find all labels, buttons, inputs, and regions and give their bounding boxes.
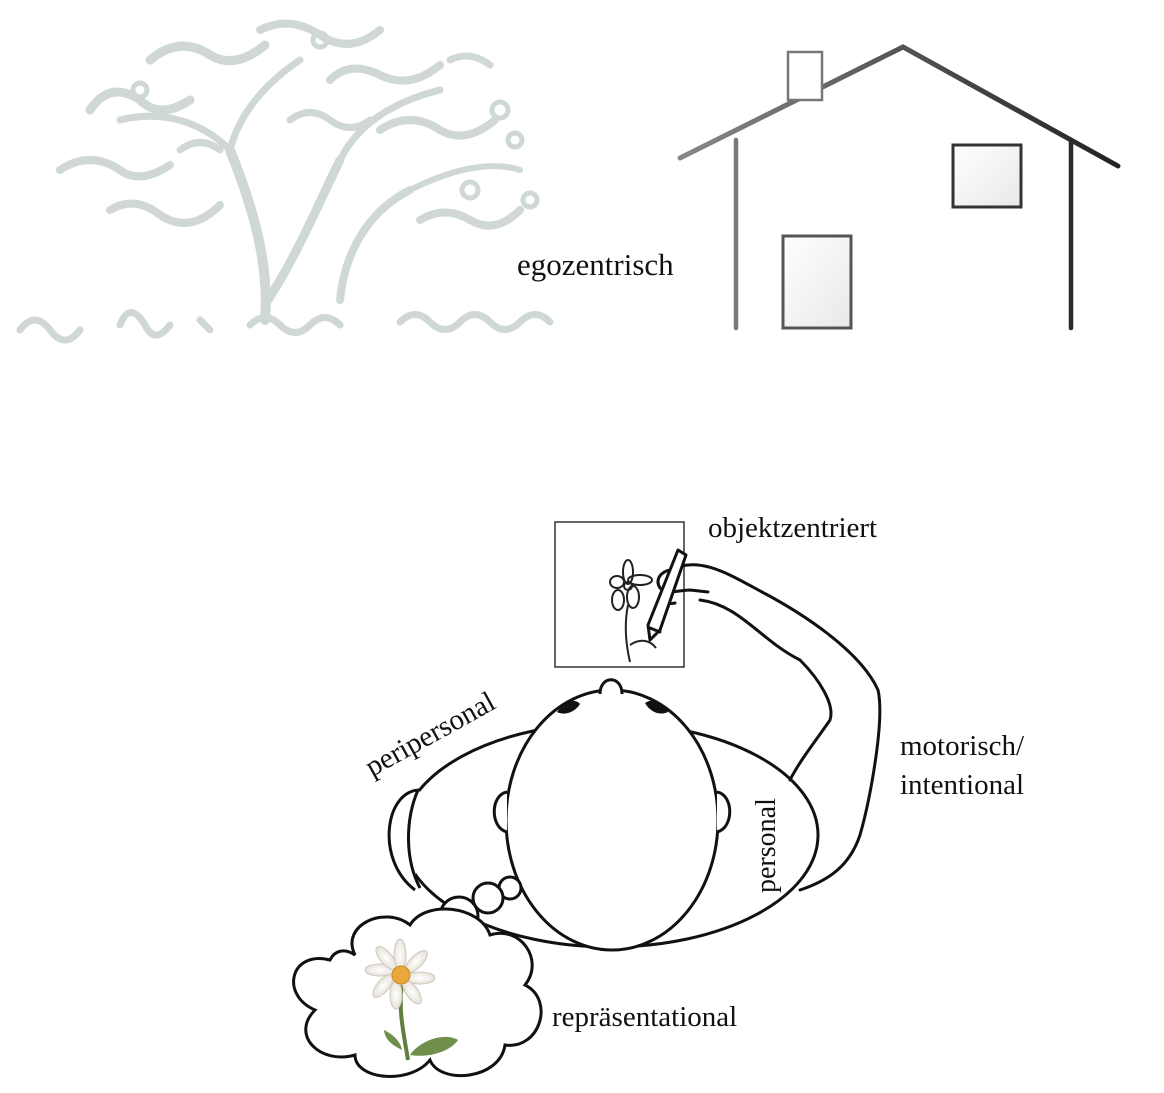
- house-icon: [560, 47, 1164, 330]
- label-motor-intentional-line2: intentional: [900, 769, 1024, 801]
- left-ear: [494, 792, 507, 832]
- house-door: [783, 236, 851, 328]
- label-personal: personal: [751, 798, 782, 893]
- tree-illustration: [20, 24, 550, 340]
- nose: [600, 680, 622, 694]
- house-window: [953, 145, 1021, 207]
- label-peripersonal: peripersonal: [360, 686, 501, 783]
- roof: [680, 47, 1118, 166]
- right-ear: [717, 792, 730, 832]
- label-representational: repräsentational: [552, 1001, 737, 1033]
- label-egocentric: egozentrisch: [517, 247, 674, 282]
- head-top-view: [494, 680, 730, 950]
- chimney: [788, 52, 822, 100]
- label-motor-intentional-line1: motorisch/: [900, 730, 1025, 762]
- label-object-centered: objektzentriert: [708, 512, 877, 544]
